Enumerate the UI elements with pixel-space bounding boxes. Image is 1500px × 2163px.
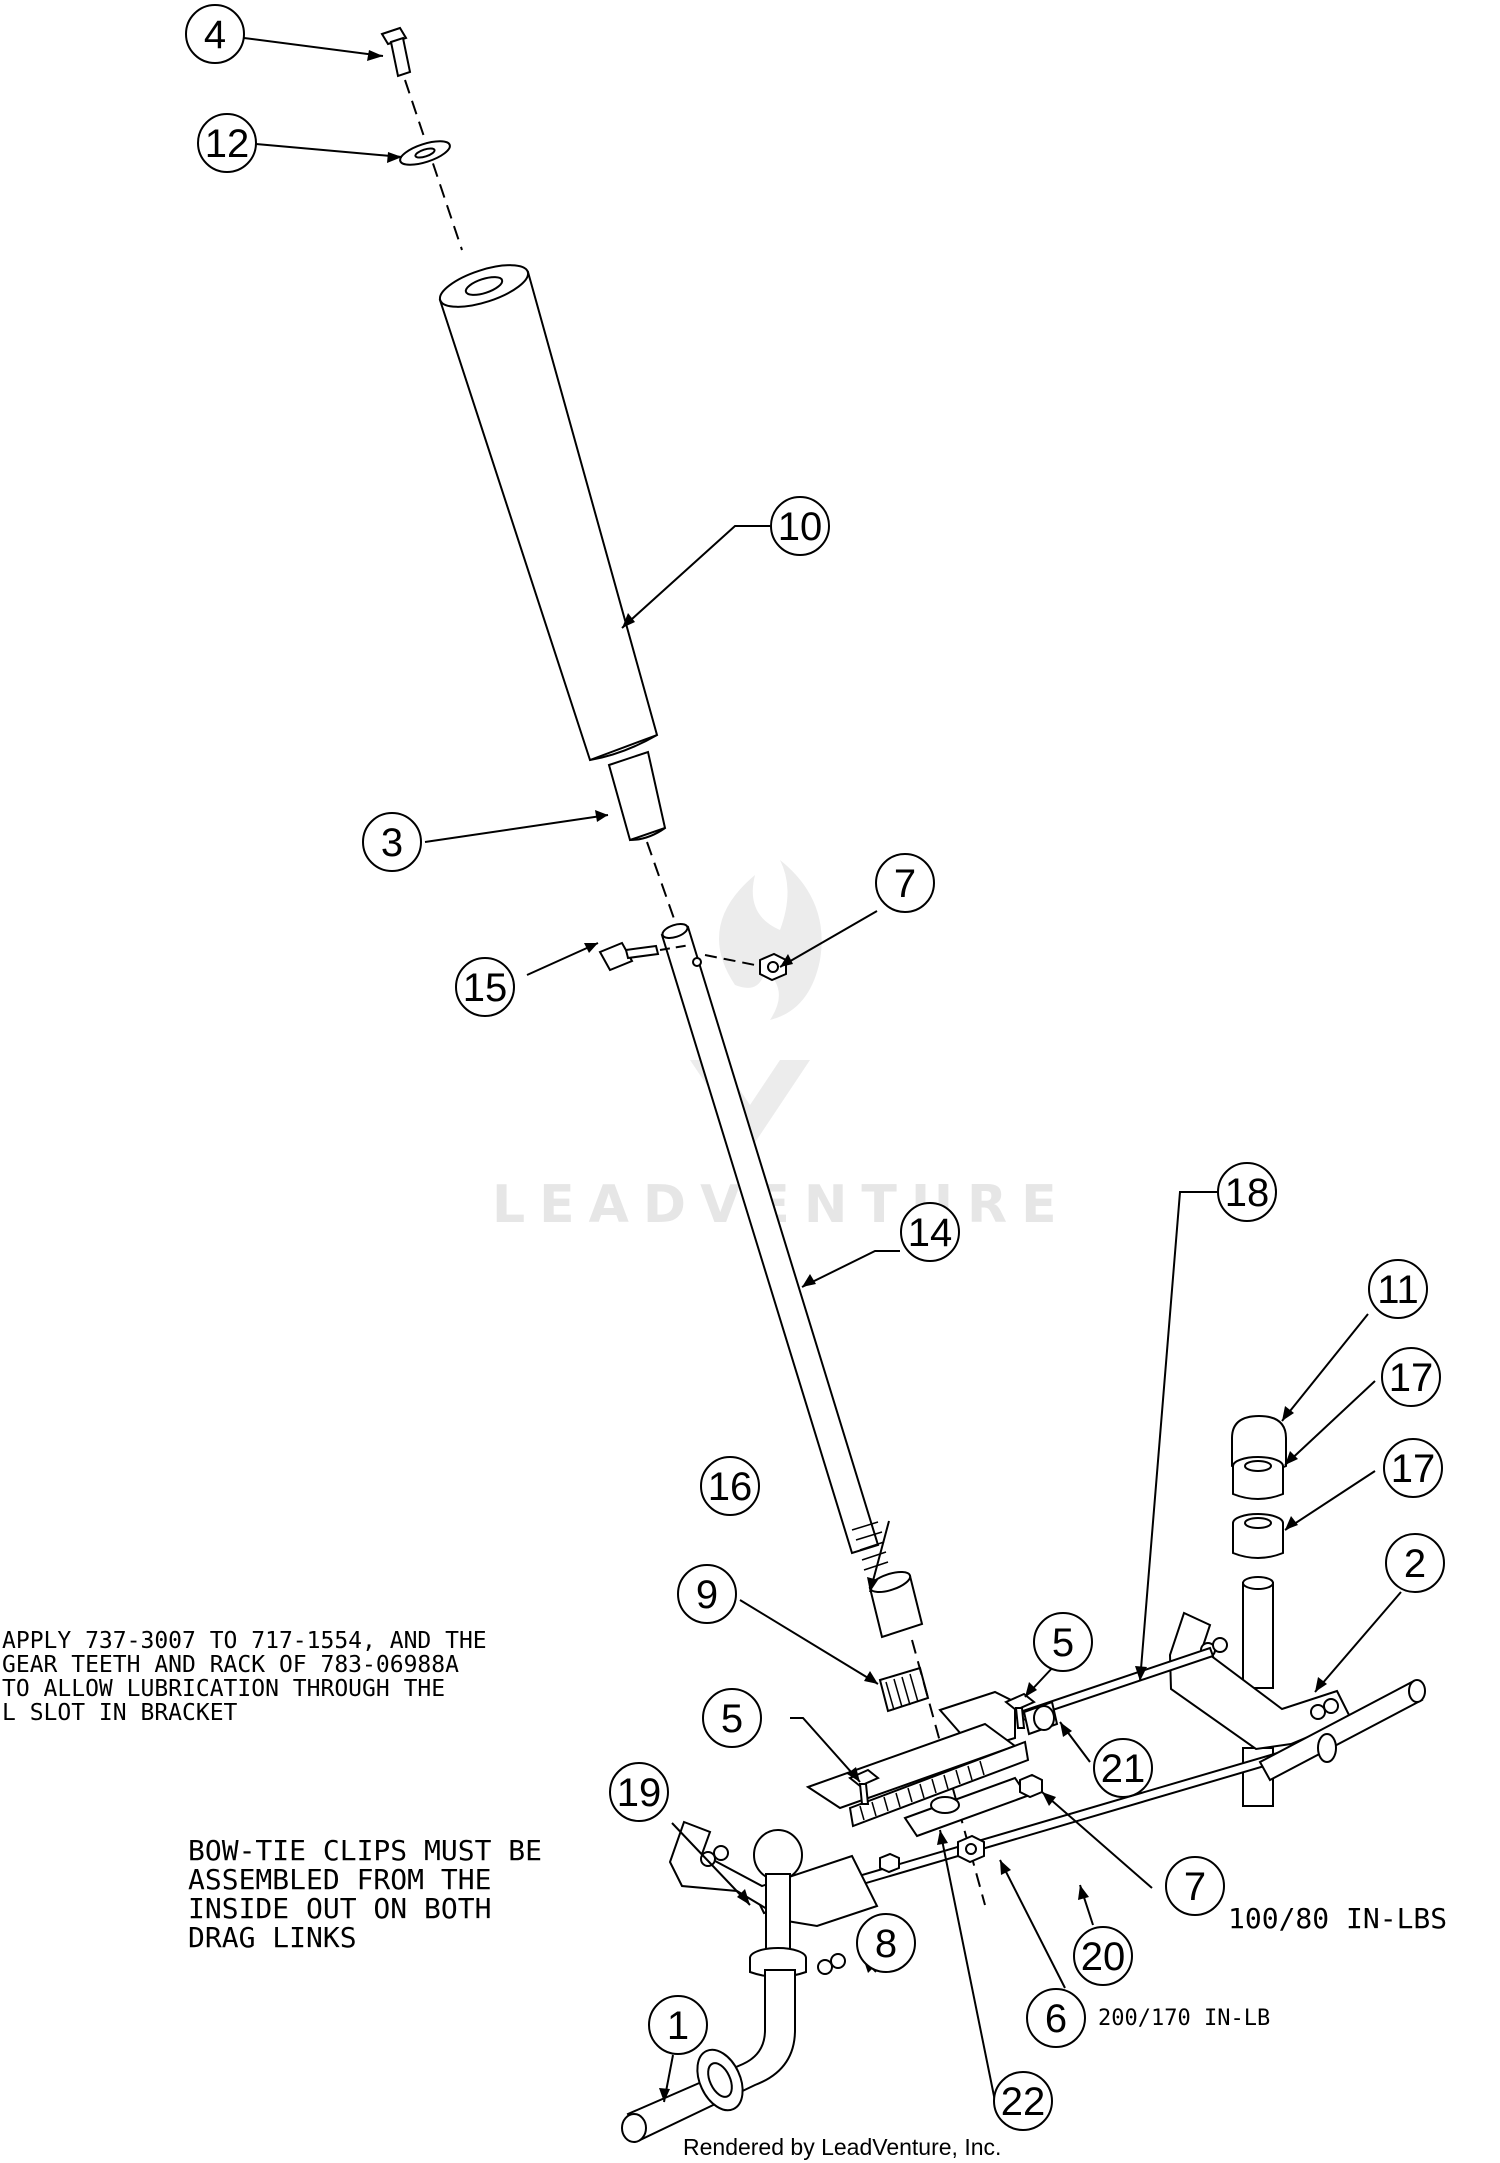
nut-7-lower [1019,1773,1043,1799]
svg-text:17: 17 [1389,1356,1434,1400]
svg-text:DRAG LINKS: DRAG LINKS [188,1921,357,1954]
axle-left-1 [621,1969,796,2143]
svg-text:16: 16 [708,1465,753,1509]
bushing-17-upper [1232,1456,1284,1500]
callout-7-top: 7 [875,853,935,913]
callout-17-upper: 17 [1381,1347,1441,1407]
arrowheads [367,50,1327,2102]
callout-11: 11 [1368,1259,1428,1319]
svg-text:22: 22 [1001,2080,1046,2124]
svg-text:21: 21 [1101,1747,1146,1791]
callout-18: 18 [1217,1162,1277,1222]
callout-5-left: 5 [702,1688,762,1748]
callout-2: 2 [1385,1533,1445,1593]
bracket-nut [879,1852,900,1874]
svg-text:9: 9 [696,1573,718,1617]
svg-text:5: 5 [721,1697,743,1741]
svg-text:17: 17 [1391,1447,1436,1491]
callout-3: 3 [362,812,422,872]
washer-12 [399,140,451,166]
callout-9: 9 [677,1564,737,1624]
lube-note: APPLY 737-3007 TO 717-1554, AND THE GEAR… [2,1628,487,1726]
spacer-21 [1022,1700,1059,1736]
svg-text:L SLOT IN BRACKET: L SLOT IN BRACKET [2,1700,238,1726]
bushing-17-lower [1232,1513,1284,1559]
svg-text:19: 19 [617,1771,662,1815]
torque-note-2: 200/170 IN-LB [1098,2006,1270,2031]
callout-16: 16 [700,1456,760,1516]
callout-1: 1 [648,1995,708,2055]
parts [380,26,1426,2143]
svg-text:APPLY 737-3007 TO 717-1554, AN: APPLY 737-3007 TO 717-1554, AND THE [2,1628,487,1654]
svg-text:3: 3 [381,821,403,865]
bowtie-note: BOW-TIE CLIPS MUST BE ASSEMBLED FROM THE… [188,1834,542,1954]
callout-14: 14 [900,1202,960,1262]
svg-text:14: 14 [908,1211,953,1255]
watermark: LEADVENTURE [492,860,1071,1235]
svg-text:12: 12 [205,122,250,166]
callout-10: 10 [770,496,830,556]
callout-4: 4 [185,4,245,64]
bolt-4 [380,26,412,78]
svg-text:4: 4 [204,13,226,57]
steering-shaft-14 [660,923,889,1571]
pin-15 [598,941,660,972]
steering-tube-10 [438,264,659,762]
spindle-arm-19 [668,1820,879,1975]
svg-text:8: 8 [875,1922,897,1966]
svg-text:10: 10 [778,505,823,549]
bushing-3 [607,750,667,842]
callout-22: 22 [993,2071,1053,2131]
callout-5-right: 5 [1033,1612,1093,1672]
pinion-gear-9 [878,1666,930,1713]
svg-text:11: 11 [1377,1268,1419,1312]
callouts: 4 12 10 3 7 15 14 18 11 17 17 16 2 9 5 5… [185,4,1445,2131]
callout-20: 20 [1073,1926,1133,1986]
svg-text:15: 15 [463,966,508,1010]
svg-text:1: 1 [667,2004,689,2048]
callout-7-lower: 7 [1165,1856,1225,1916]
axle-right [1258,1679,1426,1782]
bolt-5-left [848,1768,880,1805]
callout-8: 8 [856,1913,916,1973]
collar-16 [868,1570,924,1639]
svg-text:TO ALLOW LUBRICATION THROUGH T: TO ALLOW LUBRICATION THROUGH THE [2,1676,445,1702]
svg-text:7: 7 [1184,1865,1206,1909]
callout-15: 15 [455,957,515,1017]
steering-bracket [805,1690,1030,1838]
svg-text:ASSEMBLED FROM THE: ASSEMBLED FROM THE [188,1863,491,1896]
svg-text:2: 2 [1404,1542,1426,1586]
svg-text:BOW-TIE CLIPS MUST BE: BOW-TIE CLIPS MUST BE [188,1834,542,1867]
svg-text:7: 7 [894,862,916,906]
nut-6 [957,1834,985,1864]
torque-note-1: 100/80 IN-LBS [1228,1902,1447,1935]
callout-17-lower: 17 [1383,1438,1443,1498]
watermark-text: LEADVENTURE [492,1175,1071,1235]
callout-6: 6 [1026,1988,1086,2048]
svg-text:INSIDE OUT ON BOTH: INSIDE OUT ON BOTH [188,1892,491,1925]
leader-lines [243,37,1402,2103]
nut-7-top [759,952,787,982]
svg-text:20: 20 [1081,1935,1126,1979]
svg-text:5: 5 [1052,1621,1074,1665]
callout-19: 19 [609,1762,669,1822]
footer-credit: Rendered by LeadVenture, Inc. [683,2134,1001,2160]
svg-text:GEAR TEETH AND RACK OF 783-069: GEAR TEETH AND RACK OF 783-06988A [2,1652,459,1678]
callout-12: 12 [197,113,257,173]
callout-21: 21 [1093,1738,1153,1798]
bolt-5-right [1004,1692,1036,1729]
svg-text:6: 6 [1045,1997,1067,2041]
svg-text:18: 18 [1225,1171,1270,1215]
